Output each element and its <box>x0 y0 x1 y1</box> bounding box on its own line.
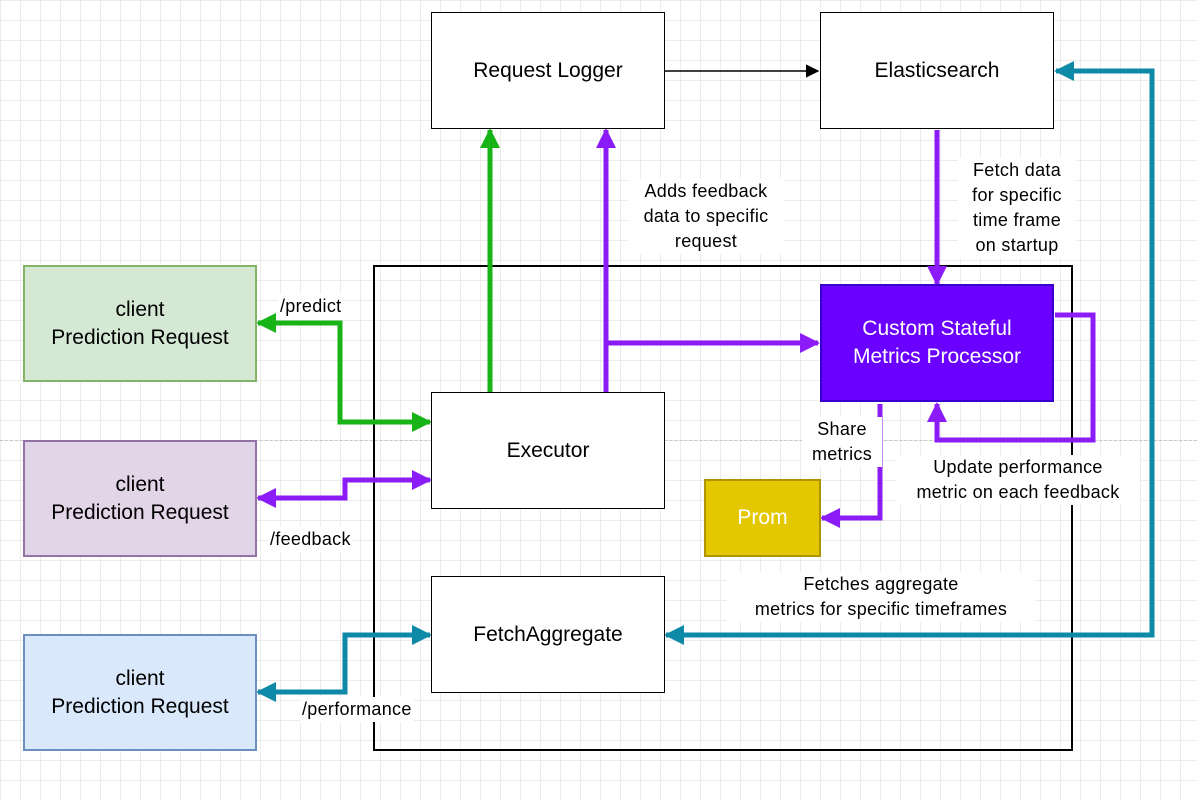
client-predict-line2: Prediction Request <box>51 325 229 349</box>
edge-feedback <box>256 470 432 508</box>
client-feedback-line1: client <box>115 472 165 496</box>
elasticsearch-node[interactable]: Elasticsearch <box>820 12 1054 129</box>
client-predict-line1: client <box>115 297 165 321</box>
request-logger-label: Request Logger <box>473 58 623 82</box>
adds-feedback-line2: data to specific <box>643 206 769 226</box>
fetch-aggregate-node[interactable]: FetchAggregate <box>431 576 665 693</box>
processor-line2: Metrics Processor <box>852 345 1022 368</box>
prom-node[interactable]: Prom <box>704 479 821 557</box>
performance-edge-label: /performance <box>300 697 414 722</box>
update-performance-label: Update performance metric on each feedba… <box>896 455 1140 505</box>
client-performance-line1: client <box>115 666 165 690</box>
share-metrics-line1: Share <box>817 419 867 439</box>
edge-predict <box>256 313 432 432</box>
processor-line1: Custom Stateful <box>862 317 1012 340</box>
fetch-data-line4: on startup <box>975 235 1059 255</box>
fetch-data-line3: time frame <box>972 210 1062 230</box>
share-metrics-label: Share metrics <box>802 417 882 467</box>
executor-node[interactable]: Executor <box>431 392 665 509</box>
elasticsearch-label: Elasticsearch <box>874 58 1000 82</box>
client-predict-node[interactable]: client Prediction Request <box>23 265 257 382</box>
fetches-aggregate-line1: Fetches aggregate <box>803 574 959 594</box>
edge-performance <box>256 625 432 702</box>
client-performance-node[interactable]: client Prediction Request <box>23 634 257 751</box>
edge-elasticsearch-fetchaggregate <box>664 61 1155 645</box>
fetch-data-line2: for specific <box>972 185 1062 205</box>
fetches-aggregate-line2: metrics for specific timeframes <box>754 599 1008 619</box>
metrics-processor-node[interactable]: Custom Stateful Metrics Processor <box>820 284 1054 402</box>
client-feedback-line2: Prediction Request <box>51 500 229 524</box>
executor-label: Executor <box>506 438 590 462</box>
fetches-aggregate-label: Fetches aggregate metrics for specific t… <box>727 572 1035 622</box>
share-metrics-line2: metrics <box>811 444 873 464</box>
fetch-aggregate-label: FetchAggregate <box>473 622 623 646</box>
client-feedback-node[interactable]: client Prediction Request <box>23 440 257 557</box>
fetch-data-line1: Fetch data <box>972 160 1062 180</box>
adds-feedback-line3: request <box>674 231 738 251</box>
feedback-edge-label: /feedback <box>268 527 353 552</box>
update-performance-line2: metric on each feedback <box>916 482 1120 502</box>
adds-feedback-line1: Adds feedback <box>644 181 768 201</box>
fetch-data-label: Fetch data for specific time frame on st… <box>958 158 1076 258</box>
prom-label: Prom <box>737 506 788 529</box>
request-logger-node[interactable]: Request Logger <box>431 12 665 129</box>
update-performance-line1: Update performance <box>933 457 1103 477</box>
adds-feedback-label: Adds feedback data to specific request <box>628 179 784 254</box>
client-performance-line2: Prediction Request <box>51 694 229 718</box>
predict-edge-label: /predict <box>278 294 344 319</box>
